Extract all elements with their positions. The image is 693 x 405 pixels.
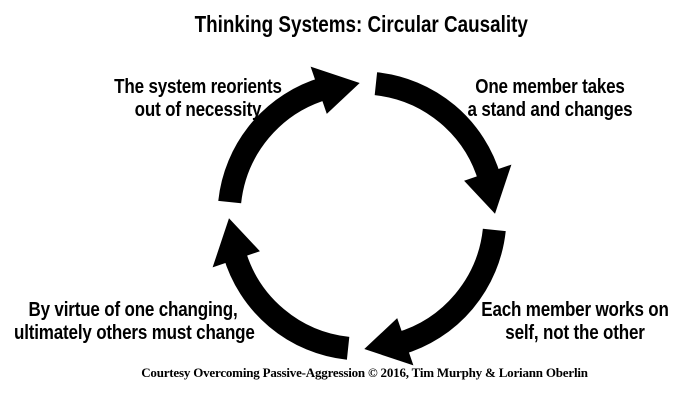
cycle-step-label-member-takes-stand: One member takes a stand and changes <box>431 76 669 122</box>
cycle-step-label-others-must-change: By virtue of one changing, ultimately ot… <box>14 299 255 345</box>
page-title-text: Thinking Systems: Circular Causality <box>194 11 529 37</box>
credit-line: Courtesy Overcoming Passive-Aggression ©… <box>141 365 588 380</box>
cycle-step-line: One member takes <box>475 76 625 98</box>
cycle-step-line: Each member works on <box>481 299 669 321</box>
cycle-step-line: a stand and changes <box>467 99 633 121</box>
cycle-step-label-works-on-self: Each member works on self, not the other <box>456 299 693 345</box>
cycle-arrow-segment-top-right <box>374 72 512 214</box>
cycle-arrow-segment-bottom-left <box>212 218 350 360</box>
cycle-step-line: The system reorients <box>114 76 282 98</box>
cycle-step-line: out of necessity <box>134 99 262 121</box>
cycle-step-line: self, not the other <box>505 322 645 344</box>
cycle-step-label-system-reorients: The system reorients out of necessity <box>79 76 317 122</box>
cycle-step-line: ultimately others must change <box>14 322 255 344</box>
cycle-arrow-segment-bottom-right <box>364 228 506 366</box>
cycle-step-line: By virtue of one changing, <box>28 299 238 321</box>
cycle-arrow-segment-top-left <box>218 66 360 204</box>
page-title: Thinking Systems: Circular Causality <box>15 11 693 38</box>
